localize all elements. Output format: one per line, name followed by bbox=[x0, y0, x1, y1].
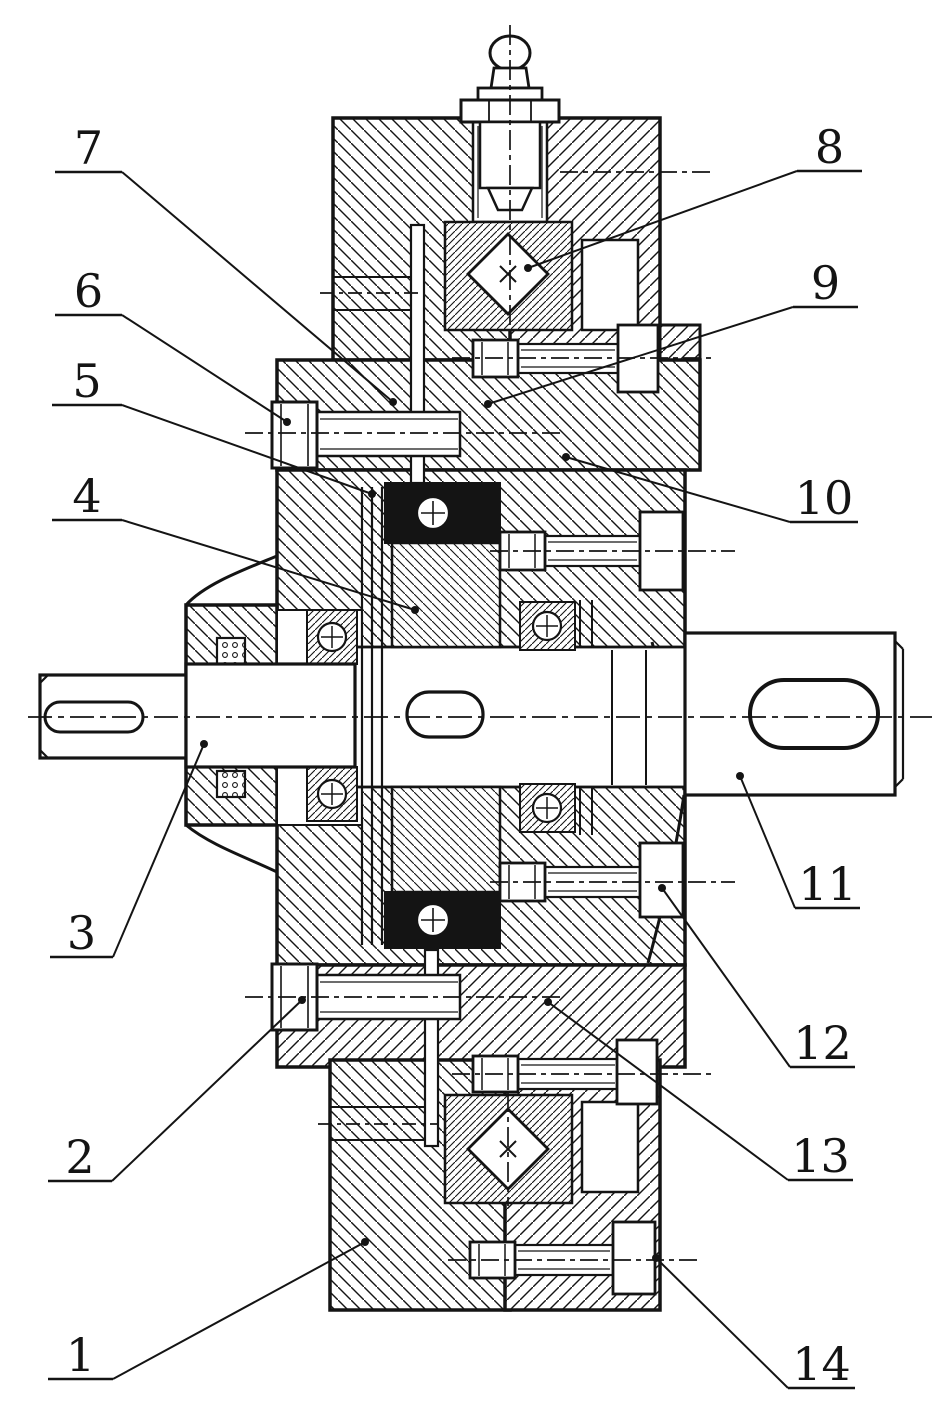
grease-fitting-tip bbox=[486, 186, 534, 212]
callout-2: 2 bbox=[48, 996, 306, 1184]
part-number-7: 7 bbox=[74, 121, 103, 175]
callout-leader-9 bbox=[487, 306, 794, 405]
callout-leader-11 bbox=[739, 775, 796, 909]
callout-anchor-dot-7 bbox=[389, 398, 397, 406]
callout-7: 7 bbox=[55, 121, 397, 406]
fillet-top-left bbox=[184, 554, 278, 607]
gear-hub-lower bbox=[390, 785, 502, 894]
bolt-left-upper bbox=[270, 400, 462, 470]
callout-1: 1 bbox=[48, 1238, 369, 1382]
callout-3: 3 bbox=[50, 740, 208, 960]
bearing-seat-block-top-right bbox=[580, 238, 640, 332]
fillet-bottom-left bbox=[185, 823, 278, 874]
part-number-3: 3 bbox=[67, 906, 96, 960]
callout-anchor-dot-11 bbox=[736, 772, 744, 780]
part-number-1: 1 bbox=[66, 1328, 95, 1382]
callout-leader-1 bbox=[112, 1241, 366, 1380]
callout-leader-6 bbox=[121, 314, 288, 423]
callout-leader-7 bbox=[121, 171, 394, 403]
output-keyway-slot bbox=[748, 678, 880, 750]
callout-13: 13 bbox=[544, 998, 853, 1183]
callout-4: 4 bbox=[52, 469, 419, 614]
bearing-seat-block-bottom-right bbox=[580, 1100, 640, 1194]
callout-anchor-dot-9 bbox=[484, 400, 492, 408]
callout-12: 12 bbox=[658, 884, 855, 1070]
callout-leader-8 bbox=[527, 170, 798, 269]
callout-5: 5 bbox=[52, 354, 376, 498]
part-number-4: 4 bbox=[72, 469, 101, 523]
output-shaft-assembly bbox=[683, 631, 905, 797]
callout-leader-3 bbox=[112, 743, 205, 958]
callout-anchor-dot-4 bbox=[411, 606, 419, 614]
callout-anchor-dot-3 bbox=[200, 740, 208, 748]
callout-leader-10 bbox=[565, 456, 791, 523]
part-number-5: 5 bbox=[72, 354, 101, 408]
part-number-14: 14 bbox=[792, 1337, 851, 1391]
callout-9: 9 bbox=[484, 256, 858, 408]
callout-anchor-dot-1 bbox=[361, 1238, 369, 1246]
input-shaft-assembly bbox=[38, 609, 358, 822]
callout-anchor-dot-10 bbox=[562, 453, 570, 461]
callout-anchor-dot-5 bbox=[368, 490, 376, 498]
callout-anchor-dot-14 bbox=[652, 1254, 660, 1262]
input-shaft-inner bbox=[184, 662, 357, 769]
callout-leader-12 bbox=[661, 887, 791, 1068]
central-keyway-slot bbox=[405, 690, 485, 739]
part-number-2: 2 bbox=[65, 1130, 94, 1184]
o-ring-seal-bottom bbox=[215, 769, 247, 799]
part-number-10: 10 bbox=[795, 471, 854, 525]
callout-anchor-dot-12 bbox=[658, 884, 666, 892]
callout-11: 11 bbox=[736, 772, 860, 911]
o-ring-seal-top bbox=[215, 636, 247, 666]
callout-leader-5 bbox=[121, 404, 373, 495]
part-number-6: 6 bbox=[74, 264, 103, 318]
gear-hub-upper bbox=[390, 541, 502, 649]
callout-leader-13 bbox=[547, 1001, 789, 1181]
part-number-11: 11 bbox=[798, 857, 857, 911]
callout-leader-2 bbox=[111, 999, 303, 1182]
callout-6: 6 bbox=[55, 264, 291, 426]
callout-10: 10 bbox=[562, 453, 858, 525]
callout-leader-4 bbox=[121, 519, 416, 611]
callout-leader-14 bbox=[655, 1257, 789, 1389]
part-number-8: 8 bbox=[815, 120, 844, 174]
callout-anchor-dot-6 bbox=[283, 418, 291, 426]
callout-anchor-dot-2 bbox=[298, 996, 306, 1004]
part-number-13: 13 bbox=[791, 1129, 850, 1183]
callout-8: 8 bbox=[524, 120, 862, 272]
callout-14: 14 bbox=[652, 1254, 855, 1391]
callout-anchor-dot-8 bbox=[524, 264, 532, 272]
part-number-9: 9 bbox=[811, 256, 840, 310]
part-number-12: 12 bbox=[793, 1016, 852, 1070]
callout-anchor-dot-13 bbox=[544, 998, 552, 1006]
